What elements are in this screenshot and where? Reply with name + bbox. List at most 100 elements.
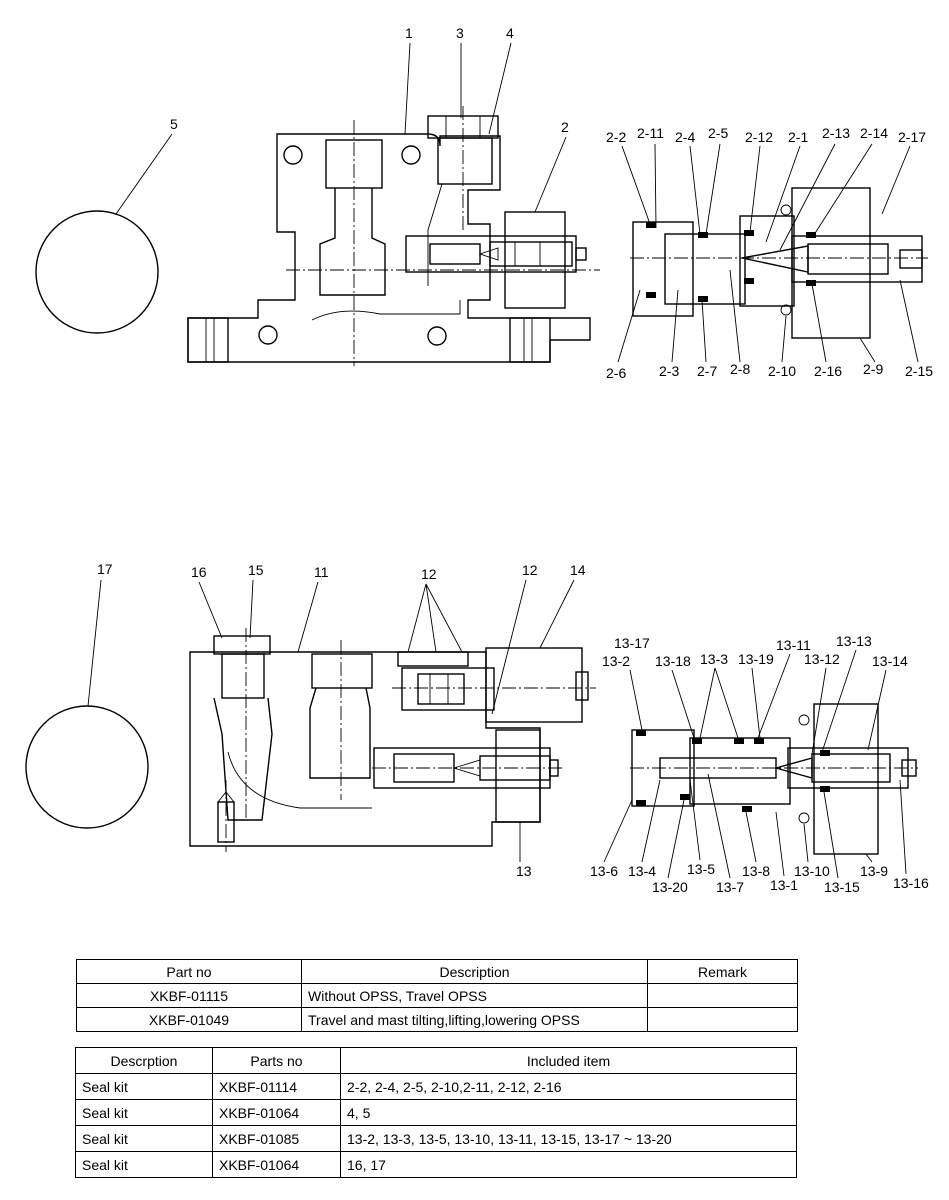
callout-label: 13-7	[716, 879, 744, 895]
table-cell	[647, 1007, 798, 1032]
table-cell: 2-2, 2-4, 2-5, 2-10,2-11, 2-12, 2-16	[340, 1073, 797, 1100]
table-header: Part no	[76, 959, 302, 984]
table-header-row: Part no Description Remark	[76, 959, 798, 984]
callout-label: 13-10	[794, 863, 830, 879]
callout-label: 13-3	[700, 651, 728, 667]
callout-label: 13-9	[860, 863, 888, 879]
callout-label: 2-8	[730, 361, 750, 377]
table-header: Remark	[647, 959, 798, 984]
callout-label: 14	[570, 562, 586, 578]
table-header: Descrption	[75, 1047, 213, 1074]
callout-label: 2-14	[860, 125, 888, 141]
table-row: Seal kit XKBF-01085 13-2, 13-3, 13-5, 13…	[75, 1125, 797, 1152]
callout-label: 13-11	[776, 637, 811, 653]
table-cell	[647, 983, 798, 1008]
table-cell: Travel and mast tilting,lifting,lowering…	[301, 1007, 648, 1032]
valve-body-1	[187, 133, 591, 363]
table-row: Seal kit XKBF-01064 16, 17	[75, 1151, 797, 1178]
callout-label: 2-10	[768, 363, 796, 379]
table-header: Included item	[340, 1047, 797, 1074]
callout-label: 2	[561, 119, 569, 135]
callout-label: 13-5	[687, 861, 715, 877]
valve-body-11	[189, 651, 541, 847]
table-cell: XKBF-01085	[212, 1125, 341, 1152]
callout-label: 13-4	[628, 863, 656, 879]
callout-label: 2-5	[708, 125, 728, 141]
callout-label: 1	[405, 25, 413, 41]
table-header: Parts no	[212, 1047, 341, 1074]
table-cell: Without OPSS, Travel OPSS	[301, 983, 648, 1008]
callout-label: 13-20	[652, 879, 688, 895]
table-header: Description	[301, 959, 648, 984]
callout-label: 2-16	[814, 363, 842, 379]
top-right-cartridge-2: 2-2 2-11 2-4 2-5 2-12 2-1 2-13 2-14 2-17…	[606, 125, 933, 381]
table-cell: XKBF-01115	[76, 983, 302, 1008]
callout-label: 17	[97, 561, 113, 577]
callout-label: 13-15	[824, 879, 860, 895]
o-ring-17	[25, 705, 149, 829]
callout-label: 13-17	[614, 635, 650, 651]
table-cell: XKBF-01064	[212, 1151, 341, 1178]
callout-label: 2-17	[898, 129, 926, 145]
callout-label: 2-1	[788, 129, 808, 145]
table-cell: Seal kit	[75, 1151, 213, 1178]
callout-label: 2-6	[606, 365, 626, 381]
callout-label: 13-12	[804, 651, 840, 667]
callout-label: 2-13	[822, 125, 850, 141]
callout-label: 2-15	[905, 363, 933, 379]
callout-label: 11	[314, 564, 329, 580]
callout-label: 2-7	[697, 363, 717, 379]
callout-label: 16	[191, 564, 207, 580]
bolt-hole	[258, 325, 278, 345]
callout-label: 4	[506, 25, 514, 41]
callout-label: 2-9	[863, 361, 883, 377]
callout-label: 13-13	[836, 633, 872, 649]
bolt-hole	[401, 145, 421, 165]
table-cell: XKBF-01049	[76, 1007, 302, 1032]
table-row: Seal kit XKBF-01064 4, 5	[75, 1099, 797, 1126]
callout-label: 2-2	[606, 129, 626, 145]
table-row: Seal kit XKBF-01114 2-2, 2-4, 2-5, 2-10,…	[75, 1073, 797, 1100]
callout-label: 2-12	[745, 129, 773, 145]
callout-label: 2-4	[675, 129, 695, 145]
bottom-left-assembly: 17 16 15 11 12 12 14 13	[25, 561, 596, 879]
relief-cartridge-2	[504, 211, 566, 309]
bolt-hole	[427, 326, 447, 346]
callout-label: 13-8	[742, 863, 770, 879]
top-left-assembly: 1 3 4 2 5	[35, 25, 600, 366]
table-header-row: Descrption Parts no Included item	[75, 1047, 797, 1074]
table-cell: Seal kit	[75, 1099, 213, 1126]
callout-label: 13-18	[655, 653, 691, 669]
mount-lug	[509, 317, 551, 363]
callout-label: 13-2	[602, 653, 630, 669]
bolt-hole	[283, 145, 303, 165]
callout-label: 15	[248, 562, 264, 578]
seal-kit-table: Descrption Parts no Included item Seal k…	[75, 1047, 797, 1178]
callout-label: 13-14	[872, 653, 908, 669]
callout-label: 13-19	[738, 651, 774, 667]
parts-diagram: 1 3 4 2 5 2-2 2-11 2-4 2-5 2-12 2-1 2-13…	[25, 25, 933, 895]
table-cell: XKBF-01064	[212, 1099, 341, 1126]
bottom-right-cartridge-13: 13-17 13-2 13-18 13-3 13-19 13-11 13-13 …	[590, 633, 929, 895]
callout-label: 2-11	[637, 125, 664, 141]
table-cell: 4, 5	[340, 1099, 797, 1126]
callout-label: 12	[421, 566, 437, 582]
table-cell: Seal kit	[75, 1073, 213, 1100]
table-cell: Seal kit	[75, 1125, 213, 1152]
callout-label: 12	[522, 562, 538, 578]
callout-label: 13-6	[590, 863, 618, 879]
callout-label: 2-3	[659, 363, 679, 379]
table-cell: 13-2, 13-3, 13-5, 13-10, 13-11, 13-15, 1…	[340, 1125, 797, 1152]
mount-lug	[187, 317, 229, 363]
callout-label: 13-16	[893, 875, 929, 891]
callout-label: 5	[170, 116, 178, 132]
solenoid-14	[485, 647, 583, 723]
callout-label: 3	[456, 25, 464, 41]
model-table: Part no Description Remark XKBF-01115 Wi…	[76, 959, 798, 1032]
table-cell: XKBF-01114	[212, 1073, 341, 1100]
table-cell: 16, 17	[340, 1151, 797, 1178]
callout-label: 13-1	[770, 877, 798, 893]
o-ring-5	[35, 210, 159, 334]
table-row: XKBF-01049 Travel and mast tilting,lifti…	[76, 1007, 798, 1032]
callout-label: 13	[516, 863, 532, 879]
